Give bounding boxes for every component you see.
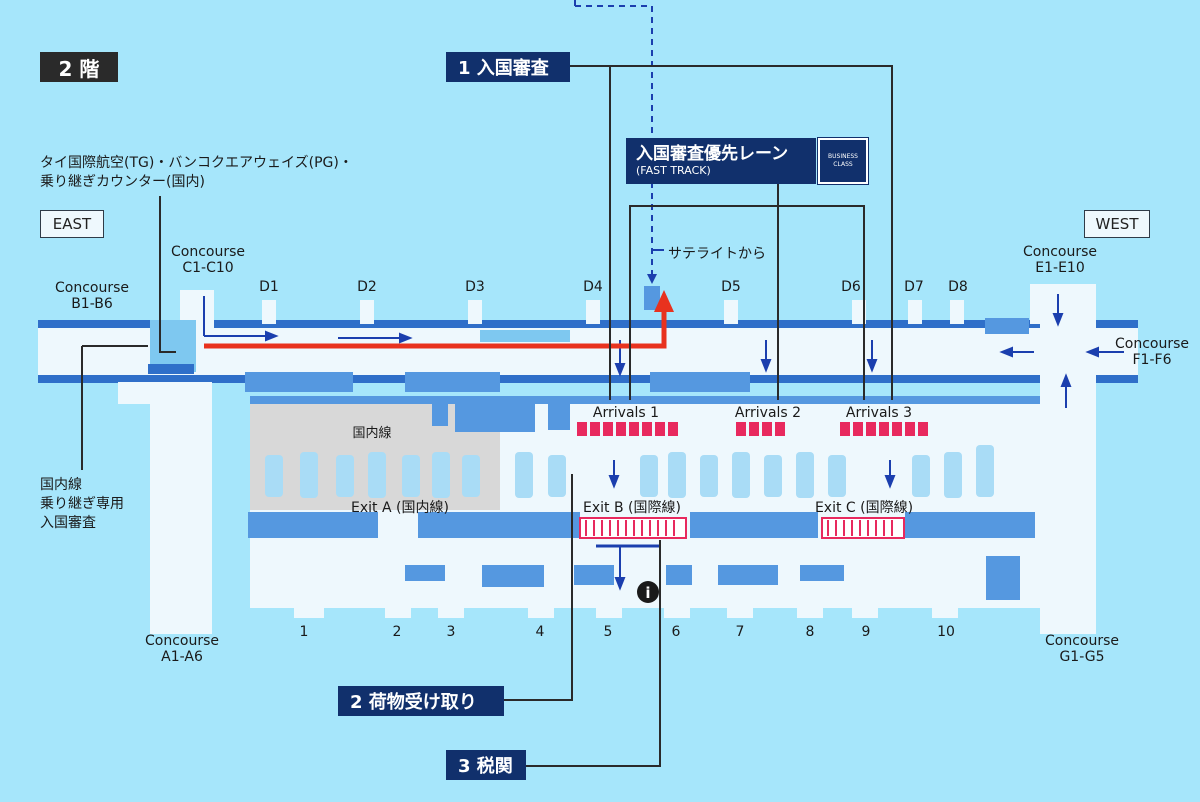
step-baggage-label: 2 荷物受け取り — [338, 686, 504, 716]
concourse-f-line1: Concourse — [1115, 336, 1189, 352]
fast-track-label: 入国審査優先レーン (FAST TRACK) — [626, 138, 816, 184]
floor-label: 2 階 — [40, 52, 118, 82]
concourse-c-line2: C1-C10 — [182, 260, 233, 276]
badge-line2: CLASS — [833, 161, 853, 168]
gate-label: D8 — [948, 279, 968, 295]
fast-track-title: 入国審査優先レーン — [636, 144, 789, 164]
door-number: 6 — [672, 624, 681, 640]
concourse-g-line2: G1-G5 — [1059, 649, 1104, 665]
gate-label: D3 — [465, 279, 485, 295]
from-satellite-label: サテライトから — [668, 246, 766, 262]
door-number: 3 — [447, 624, 456, 640]
gate-label: D7 — [904, 279, 924, 295]
concourse-e-line1: Concourse — [1023, 244, 1097, 260]
gate-label: D2 — [357, 279, 377, 295]
concourse-g-line1: Concourse — [1045, 633, 1119, 649]
exit-label: Exit B (国際線) — [583, 500, 681, 516]
exit-label: Exit C (国際線) — [815, 500, 913, 516]
door-number: 2 — [393, 624, 402, 640]
exit-label: Exit A (国内線) — [351, 500, 449, 516]
info-icon-glyph: i — [645, 584, 650, 602]
domestic-immigration-line2: 乗り継ぎ専用 — [40, 496, 124, 512]
info-icon[interactable]: i — [637, 581, 659, 603]
domestic-immigration-line1: 国内線 — [40, 477, 82, 493]
floor-structure — [38, 284, 1138, 634]
exit-doors — [294, 606, 958, 618]
business-class-badge: BUSINESS CLASS — [817, 137, 869, 185]
gate-label: D1 — [259, 279, 279, 295]
transfer-counter-line1: タイ国際航空(TG)・バンコクエアウェイズ(PG)・ — [40, 155, 353, 171]
step-customs-label: 3 税関 — [446, 750, 526, 780]
gate-label: D4 — [583, 279, 603, 295]
map-labels: Concourse C1-C10 Concourse B1-B6 Concour… — [55, 244, 1189, 665]
concourse-c-line1: Concourse — [171, 244, 245, 260]
concourse-b-line2: B1-B6 — [71, 296, 113, 312]
concourse-a-line2: A1-A6 — [161, 649, 203, 665]
domestic-immigration-line3: 入国審査 — [40, 515, 96, 531]
gate-label: D5 — [721, 279, 741, 295]
door-number: 8 — [806, 624, 815, 640]
flow-arrows — [203, 294, 1124, 591]
leader-lines — [81, 65, 893, 767]
step-immigration-label: 1 入国審査 — [446, 52, 570, 82]
door-number: 1 — [300, 624, 309, 640]
gate-label: D6 — [841, 279, 861, 295]
transfer-counter-note: タイ国際航空(TG)・バンコクエアウェイズ(PG)・ 乗り継ぎカウンター(国内) — [40, 154, 353, 192]
concourse-b-line1: Concourse — [55, 280, 129, 296]
concourse-e-line2: E1-E10 — [1035, 260, 1084, 276]
door-number: 5 — [604, 624, 613, 640]
transfer-route — [204, 290, 674, 349]
fast-track-subtitle: (FAST TRACK) — [636, 164, 711, 177]
arrivals-label: Arrivals 3 — [846, 405, 912, 421]
east-direction-label: EAST — [40, 210, 104, 238]
domestic-immigration-note: 国内線 乗り継ぎ専用 入国審査 — [40, 476, 124, 533]
door-number: 10 — [937, 624, 955, 640]
arrivals-label: Arrivals 1 — [593, 405, 659, 421]
west-direction-label: WEST — [1084, 210, 1150, 238]
concourse-f-line2: F1-F6 — [1133, 352, 1172, 368]
domestic-area-label: 国内線 — [352, 425, 391, 441]
concourse-a-line1: Concourse — [145, 633, 219, 649]
arrivals-carousels — [577, 422, 928, 539]
badge-line1: BUSINESS — [828, 153, 858, 160]
door-number: 9 — [862, 624, 871, 640]
transfer-counter-line2: 乗り継ぎカウンター(国内) — [40, 174, 205, 190]
door-number: 7 — [736, 624, 745, 640]
arrivals-label: Arrivals 2 — [735, 405, 801, 421]
door-number: 4 — [536, 624, 545, 640]
